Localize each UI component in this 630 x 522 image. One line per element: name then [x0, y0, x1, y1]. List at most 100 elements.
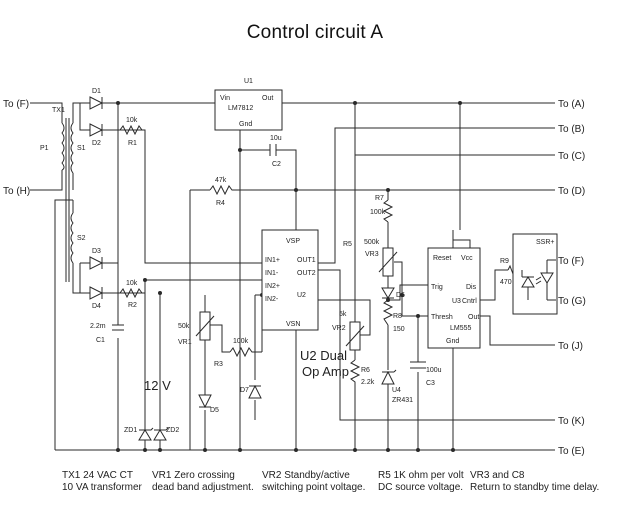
label-c3-value: 100u: [426, 367, 442, 374]
diagram-title: Control circuit A: [246, 22, 384, 43]
resistor-r3: [229, 346, 254, 358]
label-p1: P1: [40, 145, 49, 152]
label-u2-vsn: VSN: [286, 321, 300, 328]
label-s1: S1: [77, 145, 86, 152]
label-r7-value: 100k: [370, 209, 386, 216]
note-tx1: TX1 24 VAC CT 10 VA transformer: [62, 470, 142, 493]
label-u2-out1: OUT1: [297, 257, 316, 264]
timer-u3: [427, 247, 481, 349]
label-u1: U1: [244, 78, 253, 85]
label-u2-title-2: Op Amp: [302, 364, 349, 379]
diode-d7: [248, 384, 262, 399]
label-u3-gnd: Gnd: [446, 338, 459, 345]
resistor-r7: [382, 199, 394, 223]
label-r8: R8: [393, 313, 402, 320]
label-u1-vin: Vin: [220, 95, 230, 102]
opamp-u2: [261, 229, 319, 331]
zener-zd2: [153, 427, 169, 441]
label-r3: R3: [214, 361, 223, 368]
output-label-b: To (B): [558, 124, 585, 135]
label-u2-vsp: VSP: [286, 238, 300, 245]
label-c1: C1: [96, 337, 105, 344]
label-zd2: ZD2: [166, 427, 179, 434]
label-d1: D1: [92, 88, 101, 95]
label-u2-in2p: IN2+: [265, 283, 280, 290]
note-vr3: VR3 and C8 Return to standby time delay.: [470, 470, 600, 493]
output-label-j: To (J): [558, 341, 583, 352]
label-vr3: VR3: [365, 251, 379, 258]
label-u3-reset: Reset: [433, 255, 451, 262]
label-d7: D7: [240, 387, 249, 394]
output-label-c: To (C): [558, 151, 585, 162]
label-c1-value: 2.2m: [90, 323, 106, 330]
label-vr1-value: 50k: [178, 323, 190, 330]
pot-vr3: [378, 247, 398, 277]
label-u1-out: Out: [262, 95, 273, 102]
label-c3: C3: [426, 380, 435, 387]
diode-d3: [89, 256, 104, 270]
diode-d4: [89, 286, 104, 300]
junction-dots: [116, 101, 462, 452]
label-r4-value: 47k: [215, 177, 227, 184]
label-u4: U4: [392, 387, 401, 394]
diode-d6: [381, 287, 395, 299]
diode-d1: [89, 96, 104, 110]
output-label-g: To (G): [558, 296, 586, 307]
label-u3-dis: Dis: [466, 284, 477, 291]
regulator-u1: [214, 89, 283, 131]
label-r2: R2: [128, 302, 137, 309]
reference-u4: [381, 369, 397, 385]
label-u2-in2m: IN2-: [265, 296, 279, 303]
label-zd1: ZD1: [124, 427, 137, 434]
note-vr2: VR2 Standby/active switching point volta…: [262, 470, 366, 493]
output-label-f: To (F): [558, 256, 584, 267]
label-u3-vcc: Vcc: [461, 255, 473, 262]
output-label-e: To (E): [558, 446, 585, 457]
label-u3-part: LM555: [450, 325, 472, 332]
label-u1-gnd: Gnd: [239, 121, 252, 128]
output-label-d: To (D): [558, 186, 585, 197]
output-label-a: To (A): [558, 99, 585, 110]
input-label-f: To (F): [3, 99, 29, 110]
label-12v: 12 V: [144, 378, 171, 393]
label-r1: R1: [128, 140, 137, 147]
zener-zd1: [138, 427, 154, 441]
label-d2: D2: [92, 140, 101, 147]
label-vr2: VR2: [332, 325, 346, 332]
label-c2-value: 10u: [270, 135, 282, 142]
ssr-relay: [512, 233, 558, 315]
label-d6: D6: [396, 292, 405, 299]
resistor-r6: [349, 359, 361, 390]
resistor-r4: [209, 184, 236, 196]
label-u3-trig: Trig: [431, 284, 443, 291]
label-d4: D4: [92, 303, 101, 310]
label-u3-out: Out: [468, 314, 479, 321]
label-d3: D3: [92, 248, 101, 255]
label-u2-title-1: U2 Dual: [300, 348, 347, 363]
label-r2-value: 10k: [126, 280, 138, 287]
label-s2: S2: [77, 235, 86, 242]
label-u2-out2: OUT2: [297, 270, 316, 277]
label-r9-value: 470: [500, 279, 512, 286]
label-r3-value: 100k: [233, 338, 249, 345]
label-r1-value: 10k: [126, 117, 138, 124]
pot-vr2: [345, 321, 365, 351]
label-c2: C2: [272, 161, 281, 168]
label-vr3-value: 500k: [364, 239, 380, 246]
input-label-h: To (H): [3, 186, 30, 197]
label-u2-in1m: IN1-: [265, 270, 279, 277]
label-u4-part: ZR431: [392, 397, 413, 404]
label-vr1: VR1: [178, 339, 192, 346]
pot-vr1: [195, 311, 215, 341]
label-u3-thresh: Thresh: [431, 314, 453, 321]
label-r5: R5: [343, 241, 352, 248]
label-u3: U3: [452, 298, 461, 305]
resistor-r8: [382, 299, 394, 326]
label-u2: U2: [297, 292, 306, 299]
diode-d2: [89, 123, 104, 137]
label-r4: R4: [216, 200, 225, 207]
resistor-r2: [119, 287, 143, 299]
resistor-r1: [119, 124, 143, 136]
